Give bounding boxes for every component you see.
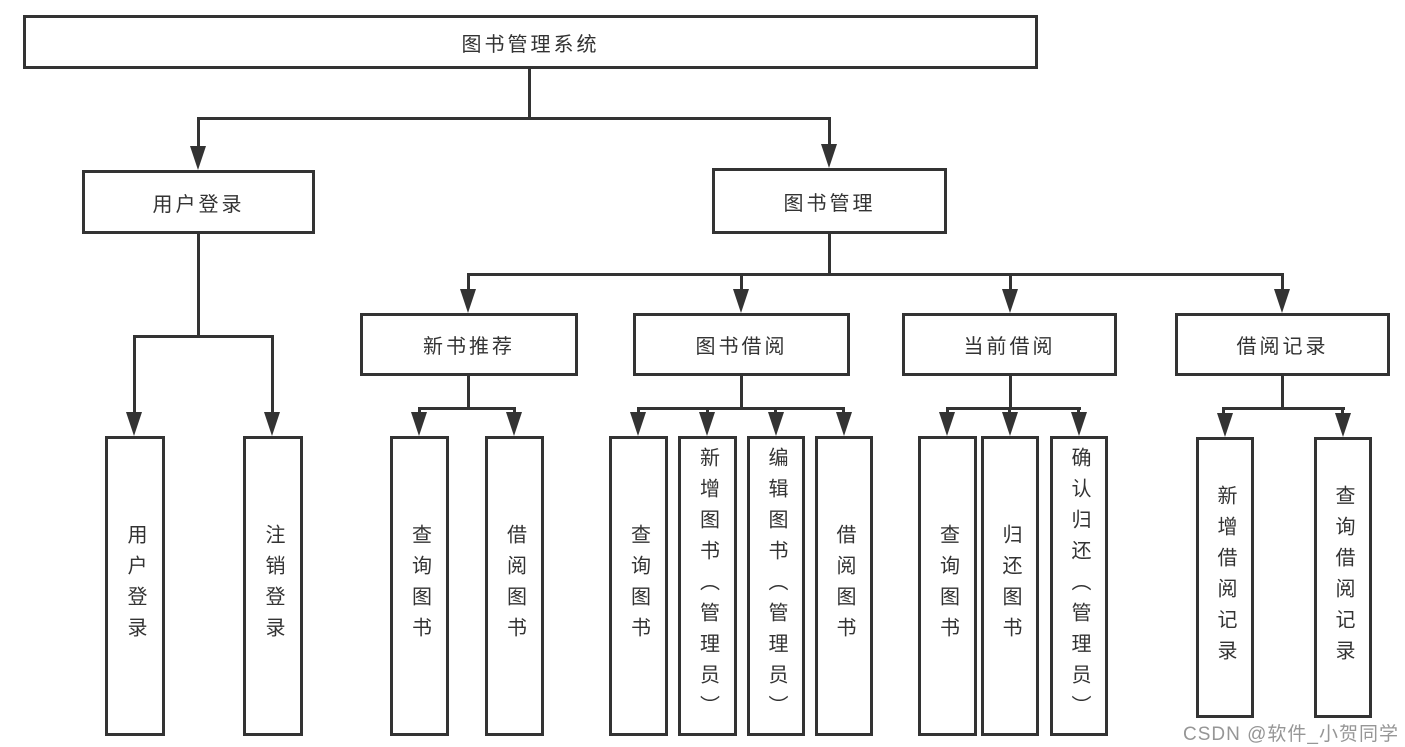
arrowhead-down-icon xyxy=(1071,412,1087,436)
node-book-management: 图书管理 xyxy=(712,168,947,234)
connector-line xyxy=(637,407,845,410)
arrowhead-down-icon xyxy=(733,289,749,313)
connector-line xyxy=(946,407,949,416)
connector-line xyxy=(637,407,640,416)
node-current-borrowing: 当前借阅 xyxy=(902,313,1117,376)
connector-line xyxy=(1341,407,1344,416)
connector-line xyxy=(1008,407,1011,416)
connector-line xyxy=(418,407,516,410)
leaf-recommend-query-books: 查询图书 xyxy=(390,436,449,736)
arrowhead-down-icon xyxy=(1002,289,1018,313)
connector-line xyxy=(1009,273,1012,292)
node-new-book-recommend: 新书推荐 xyxy=(360,313,578,376)
connector-line xyxy=(774,407,777,416)
connector-line xyxy=(133,335,136,415)
arrowhead-down-icon xyxy=(768,412,784,436)
leaf-borrowing-query-books: 查询图书 xyxy=(609,436,668,736)
node-borrowing-records: 借阅记录 xyxy=(1175,313,1390,376)
connector-line xyxy=(197,117,831,120)
leaf-user-login: 用户登录 xyxy=(105,436,165,736)
connector-line xyxy=(1222,407,1225,416)
csdn-watermark: CSDN @软件_小贺同学 xyxy=(1183,724,1399,745)
connector-line xyxy=(946,407,1081,410)
leaf-current-query-books: 查询图书 xyxy=(918,436,977,736)
arrowhead-down-icon xyxy=(1274,289,1290,313)
connector-line xyxy=(828,117,831,147)
node-root: 图书管理系统 xyxy=(23,15,1038,69)
arrowhead-down-icon xyxy=(1002,412,1018,436)
connector-line xyxy=(513,407,516,416)
connector-line xyxy=(197,233,200,337)
leaf-borrowing-add-books-admin: 新增图书（管理员） xyxy=(678,436,737,736)
arrowhead-down-icon xyxy=(506,412,522,436)
arrowhead-down-icon xyxy=(630,412,646,436)
leaf-logout: 注销登录 xyxy=(243,436,303,736)
arrowhead-down-icon xyxy=(821,144,837,168)
connector-line xyxy=(271,335,274,415)
arrowhead-down-icon xyxy=(1335,413,1351,437)
connector-line xyxy=(418,407,421,416)
leaf-borrowing-edit-books-admin: 编辑图书（管理员） xyxy=(747,436,805,736)
connector-line xyxy=(467,273,1284,276)
node-book-borrowing: 图书借阅 xyxy=(633,313,850,376)
leaf-records-add-record: 新增借阅记录 xyxy=(1196,437,1254,718)
connector-line xyxy=(467,273,470,292)
connector-line xyxy=(133,335,274,338)
connector-line xyxy=(842,407,845,416)
arrowhead-down-icon xyxy=(460,289,476,313)
leaf-recommend-borrow-books: 借阅图书 xyxy=(485,436,544,736)
connector-line xyxy=(740,273,743,292)
arrowhead-down-icon xyxy=(126,412,142,436)
arrowhead-down-icon xyxy=(411,412,427,436)
arrowhead-down-icon xyxy=(264,412,280,436)
leaf-borrowing-borrow-books: 借阅图书 xyxy=(815,436,873,736)
leaf-records-query-record: 查询借阅记录 xyxy=(1314,437,1372,718)
connector-line xyxy=(467,376,470,409)
arrowhead-down-icon xyxy=(190,146,206,170)
connector-line xyxy=(197,117,200,147)
connector-line xyxy=(528,68,531,120)
arrowhead-down-icon xyxy=(939,412,955,436)
connector-line xyxy=(1077,407,1080,416)
connector-line xyxy=(828,234,831,275)
connector-line xyxy=(706,407,709,416)
arrowhead-down-icon xyxy=(699,412,715,436)
connector-line xyxy=(740,376,743,409)
connector-line xyxy=(1222,407,1345,410)
arrowhead-down-icon xyxy=(1217,413,1233,437)
connector-line xyxy=(1009,376,1012,409)
connector-line xyxy=(1281,273,1284,292)
node-user-login: 用户登录 xyxy=(82,170,315,234)
connector-line xyxy=(1281,376,1284,409)
arrowhead-down-icon xyxy=(836,412,852,436)
leaf-current-confirm-return-admin: 确认归还（管理员） xyxy=(1050,436,1108,736)
leaf-current-return-books: 归还图书 xyxy=(981,436,1039,736)
